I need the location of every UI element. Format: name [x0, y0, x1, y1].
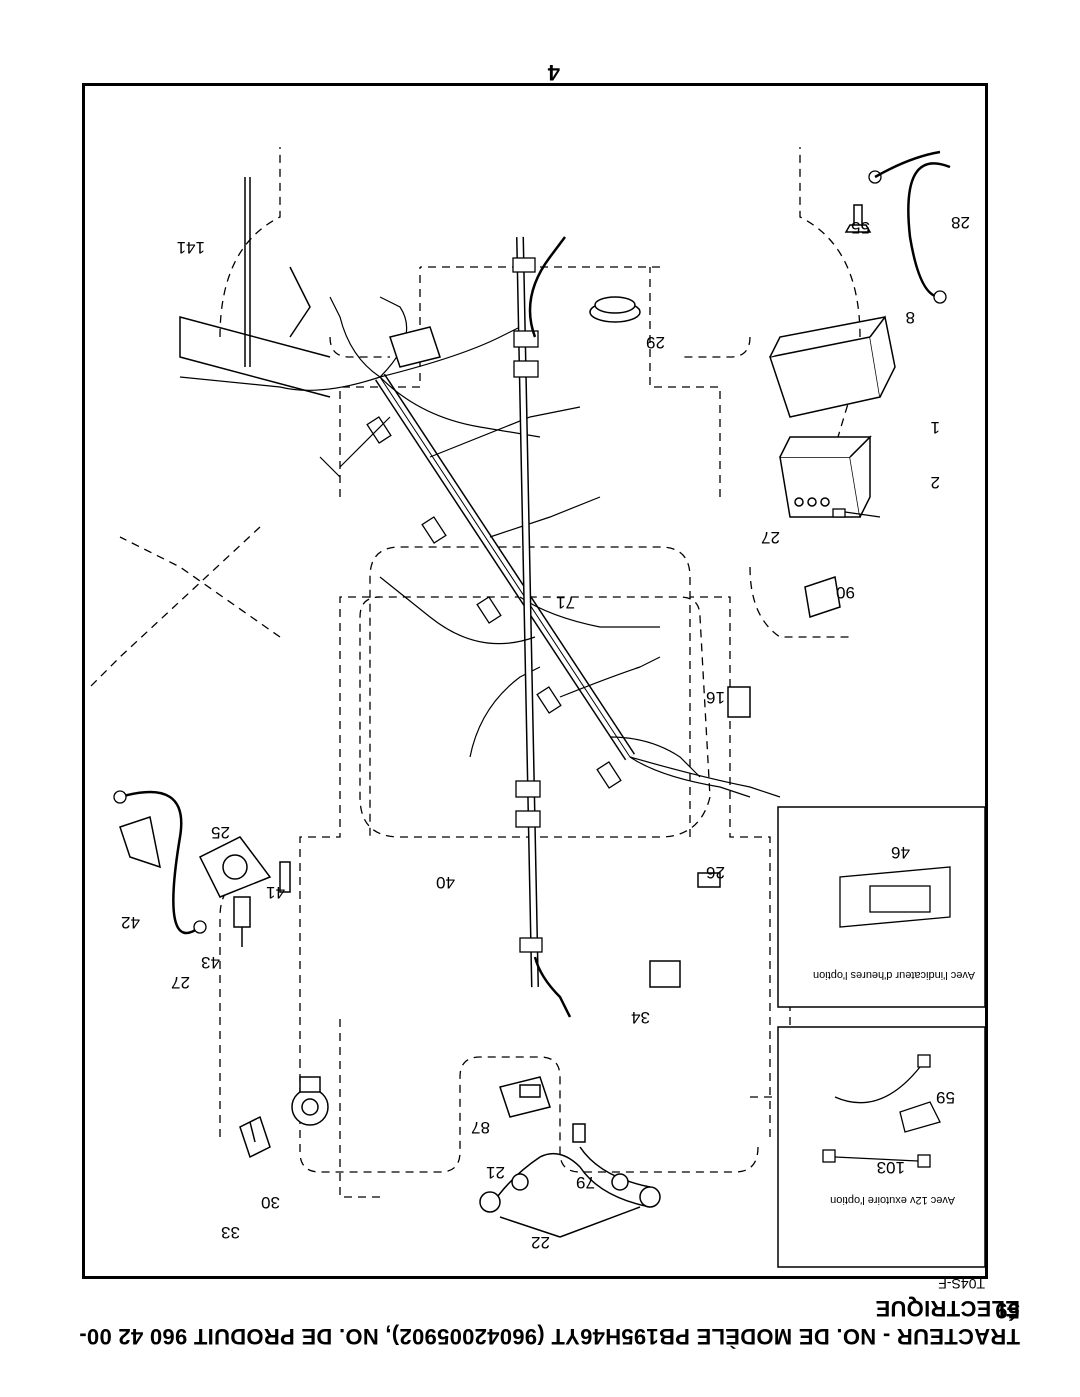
clip-90: [804, 576, 841, 618]
label-33: 33: [221, 1223, 240, 1242]
label-25: 25: [211, 823, 230, 842]
screw-41: [279, 861, 291, 893]
screw-2: [832, 508, 881, 518]
label-90: 90: [836, 583, 855, 602]
label-41: 41: [266, 883, 285, 902]
label-79: 79: [576, 1173, 595, 1192]
label-55: 55: [851, 218, 870, 237]
label-46: 46: [891, 843, 910, 862]
label-26: 26: [706, 863, 725, 882]
label-42: 42: [121, 913, 140, 932]
label-141: 141: [177, 238, 205, 257]
part-labels: 1 2 8 16 21 22 25 26 27 27 28 29 30 33 3…: [121, 213, 985, 1292]
hour-meter-caption: Avec l'indicateur d'heures l'option: [813, 969, 975, 981]
ignition-switch: [291, 1076, 329, 1126]
battery: [779, 435, 872, 518]
label-103: 103: [877, 1158, 905, 1177]
ignition-key: [239, 1115, 271, 1159]
label-21: 21: [486, 1163, 505, 1182]
outlet-caption: Avec 12v exutoire l'option: [830, 1194, 955, 1206]
connector-26: [697, 872, 721, 888]
cable-25: [113, 790, 207, 935]
label-40: 40: [436, 873, 455, 892]
label-43: 43: [201, 953, 220, 972]
hour-meter-inset: [777, 806, 986, 1008]
label-28: 28: [951, 213, 970, 232]
label-27a: 27: [761, 528, 780, 547]
label-16: 16: [706, 688, 725, 707]
battery-box: [769, 315, 896, 418]
label-59: 59: [936, 1088, 955, 1107]
grommet-29: [589, 296, 641, 323]
label-34: 34: [631, 1008, 650, 1027]
solenoid: [198, 836, 272, 947]
bracket-141: [179, 177, 331, 398]
seat-switch-87: [499, 1076, 551, 1118]
label-22: 22: [531, 1233, 550, 1252]
page-number: 4: [547, 60, 560, 85]
label-1: 1: [931, 418, 940, 437]
drawing-code: T04S-F: [938, 1276, 985, 1292]
label-87: 87: [471, 1118, 490, 1137]
pto-switch: [389, 326, 441, 368]
terminal-boot-42: [119, 816, 161, 869]
label-27b: 27: [171, 973, 190, 992]
label-29: 29: [646, 333, 665, 352]
main-harness: [366, 373, 636, 789]
label-71: 71: [556, 593, 575, 612]
cable-28: [868, 150, 951, 304]
label-30: 30: [261, 1193, 280, 1212]
relay-16: [727, 686, 751, 718]
label-2: 2: [931, 473, 940, 492]
screw-55: [844, 204, 872, 233]
harness-71: [379, 236, 572, 1018]
connector-34: [649, 960, 681, 988]
label-8: 8: [906, 308, 915, 327]
outlet-inset: [777, 1026, 986, 1268]
headlight-assembly: [479, 1123, 661, 1238]
